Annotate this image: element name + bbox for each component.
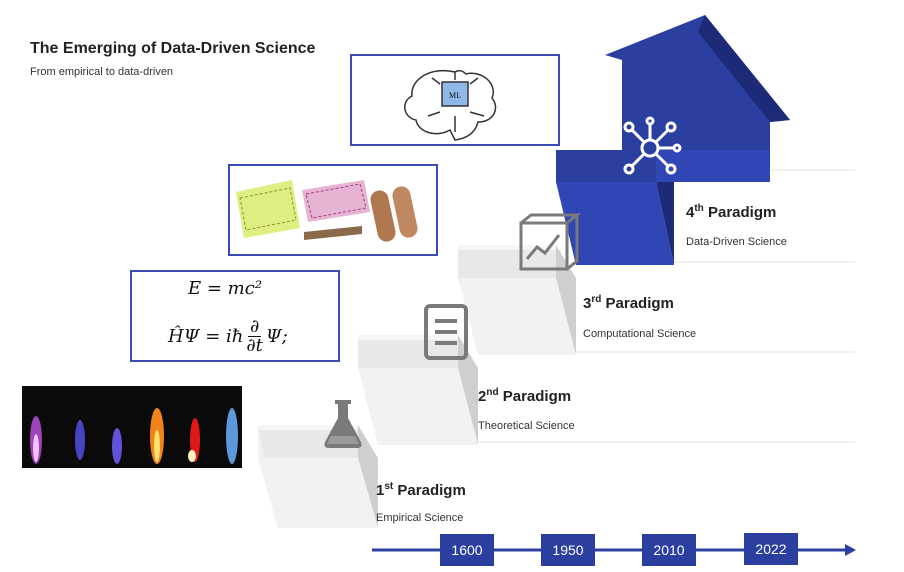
- materials-image: [236, 180, 418, 242]
- ml-chip: [441, 81, 469, 107]
- paradigm-1-name: Empirical Science: [376, 512, 464, 524]
- network-icon: [623, 116, 682, 175]
- paradigm-3-suffix: rd: [591, 294, 602, 305]
- ml-chip-label: ML: [449, 91, 461, 100]
- timeline-year-1950: 1950: [541, 534, 595, 566]
- paradigm-3-number: 3: [583, 295, 592, 312]
- paradigm-4-title: 4th Paradigm: [686, 203, 776, 221]
- page-subtitle: From empirical to data-driven: [30, 66, 174, 78]
- page-title: The Emerging of Data-Driven Science: [30, 40, 316, 57]
- paradigm-2-word: Paradigm: [502, 388, 572, 405]
- timeline-year-2022: 2022: [744, 533, 798, 565]
- paradigm-1-word: Paradigm: [397, 482, 466, 499]
- step-1: [258, 425, 378, 528]
- step-2: [358, 335, 478, 445]
- paradigm-2-name: Theoretical Science: [478, 420, 575, 432]
- brain-chip-icon: [404, 69, 497, 141]
- materials-frame: [228, 164, 438, 256]
- flame-test-image: [22, 386, 242, 468]
- chart-cube-icon: [519, 213, 582, 271]
- equation-mass-energy: E = mc²: [188, 278, 263, 299]
- paradigm-2-number: 2: [478, 388, 487, 405]
- brain-frame: [350, 54, 560, 146]
- paradigm-1-suffix: st: [384, 481, 394, 492]
- equation-lhs: ĤΨ = iħ: [168, 326, 244, 347]
- paradigm-3-name: Computational Science: [583, 328, 697, 340]
- equations-frame: [130, 270, 340, 362]
- paradigm-2-suffix: nd: [486, 387, 499, 398]
- timeline-year-2010: 2010: [642, 534, 696, 566]
- paradigm-1-title: 1st Paradigm: [376, 481, 466, 499]
- paradigm-3-title: 3rd Paradigm: [583, 294, 674, 312]
- paradigm-1-number: 1: [376, 482, 385, 499]
- paradigm-3-word: Paradigm: [605, 295, 674, 312]
- fraction-top: ∂: [247, 316, 262, 337]
- paradigm-4-suffix: th: [694, 203, 704, 214]
- fraction-bottom: ∂t: [246, 335, 263, 356]
- timeline-year-1600: 1600: [440, 534, 494, 566]
- equation-rhs: Ψ;: [265, 326, 288, 347]
- paradigm-2-title: 2nd Paradigm: [478, 387, 571, 405]
- paradigm-4-name: Data-Driven Science: [686, 236, 787, 248]
- document-icon: [424, 304, 468, 360]
- equation-schrodinger: ĤΨ = iħ ∂ ∂t Ψ;: [168, 318, 288, 355]
- equation-fraction: ∂ ∂t: [246, 318, 263, 355]
- flask-icon: [324, 400, 362, 448]
- step-3: [458, 245, 576, 355]
- paradigm-4-number: 4: [686, 204, 695, 221]
- paradigm-4-word: Paradigm: [707, 204, 777, 221]
